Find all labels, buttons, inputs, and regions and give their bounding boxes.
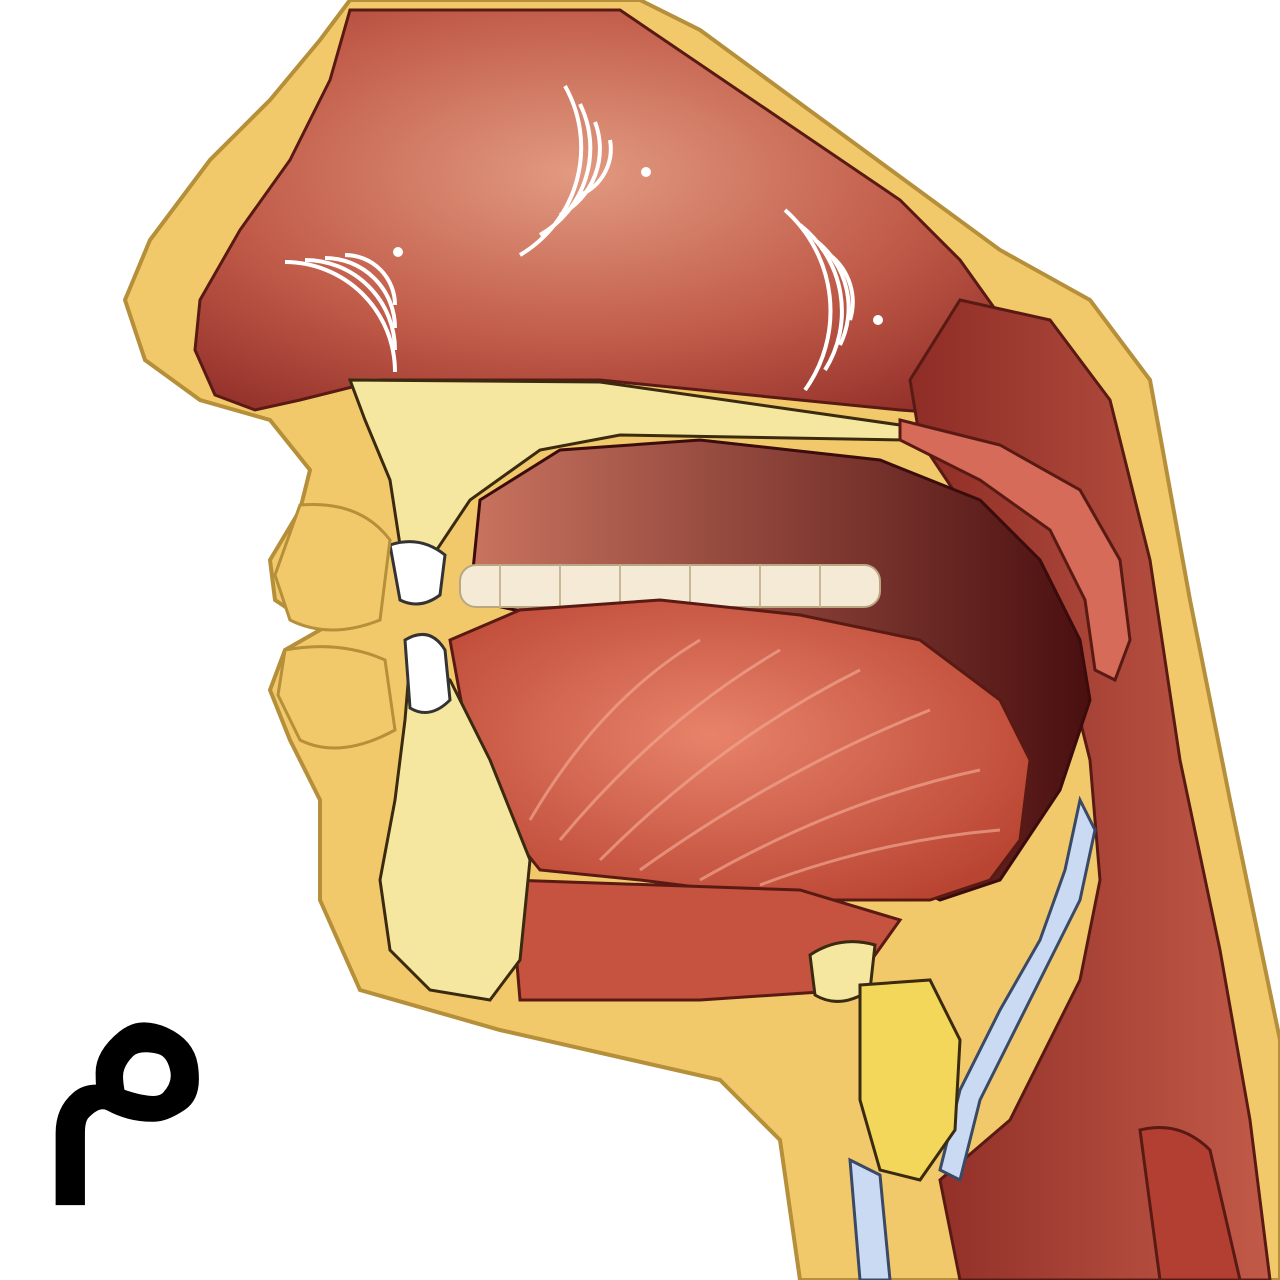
tongue-muscle-fibers [528, 638, 1001, 887]
esophagus [1138, 1126, 1242, 1280]
lower-lip [276, 645, 397, 750]
upper-lip [273, 502, 392, 632]
mandible [378, 657, 532, 1002]
sound-wave-3 [783, 208, 883, 392]
hard-palate [347, 378, 908, 562]
arabic-letter-label: م [35, 855, 221, 1204]
upper-teeth [459, 564, 881, 608]
sound-wave-2 [518, 85, 651, 257]
thyroid-cartilage [858, 978, 962, 1182]
nasal-sound-waves [284, 85, 883, 392]
soft-palate [898, 418, 1132, 683]
trachea [848, 1157, 892, 1280]
sound-wave-1 [284, 247, 403, 373]
lower-incisor [403, 632, 452, 714]
epiglottis [938, 795, 1097, 1183]
upper-incisor [388, 540, 447, 606]
